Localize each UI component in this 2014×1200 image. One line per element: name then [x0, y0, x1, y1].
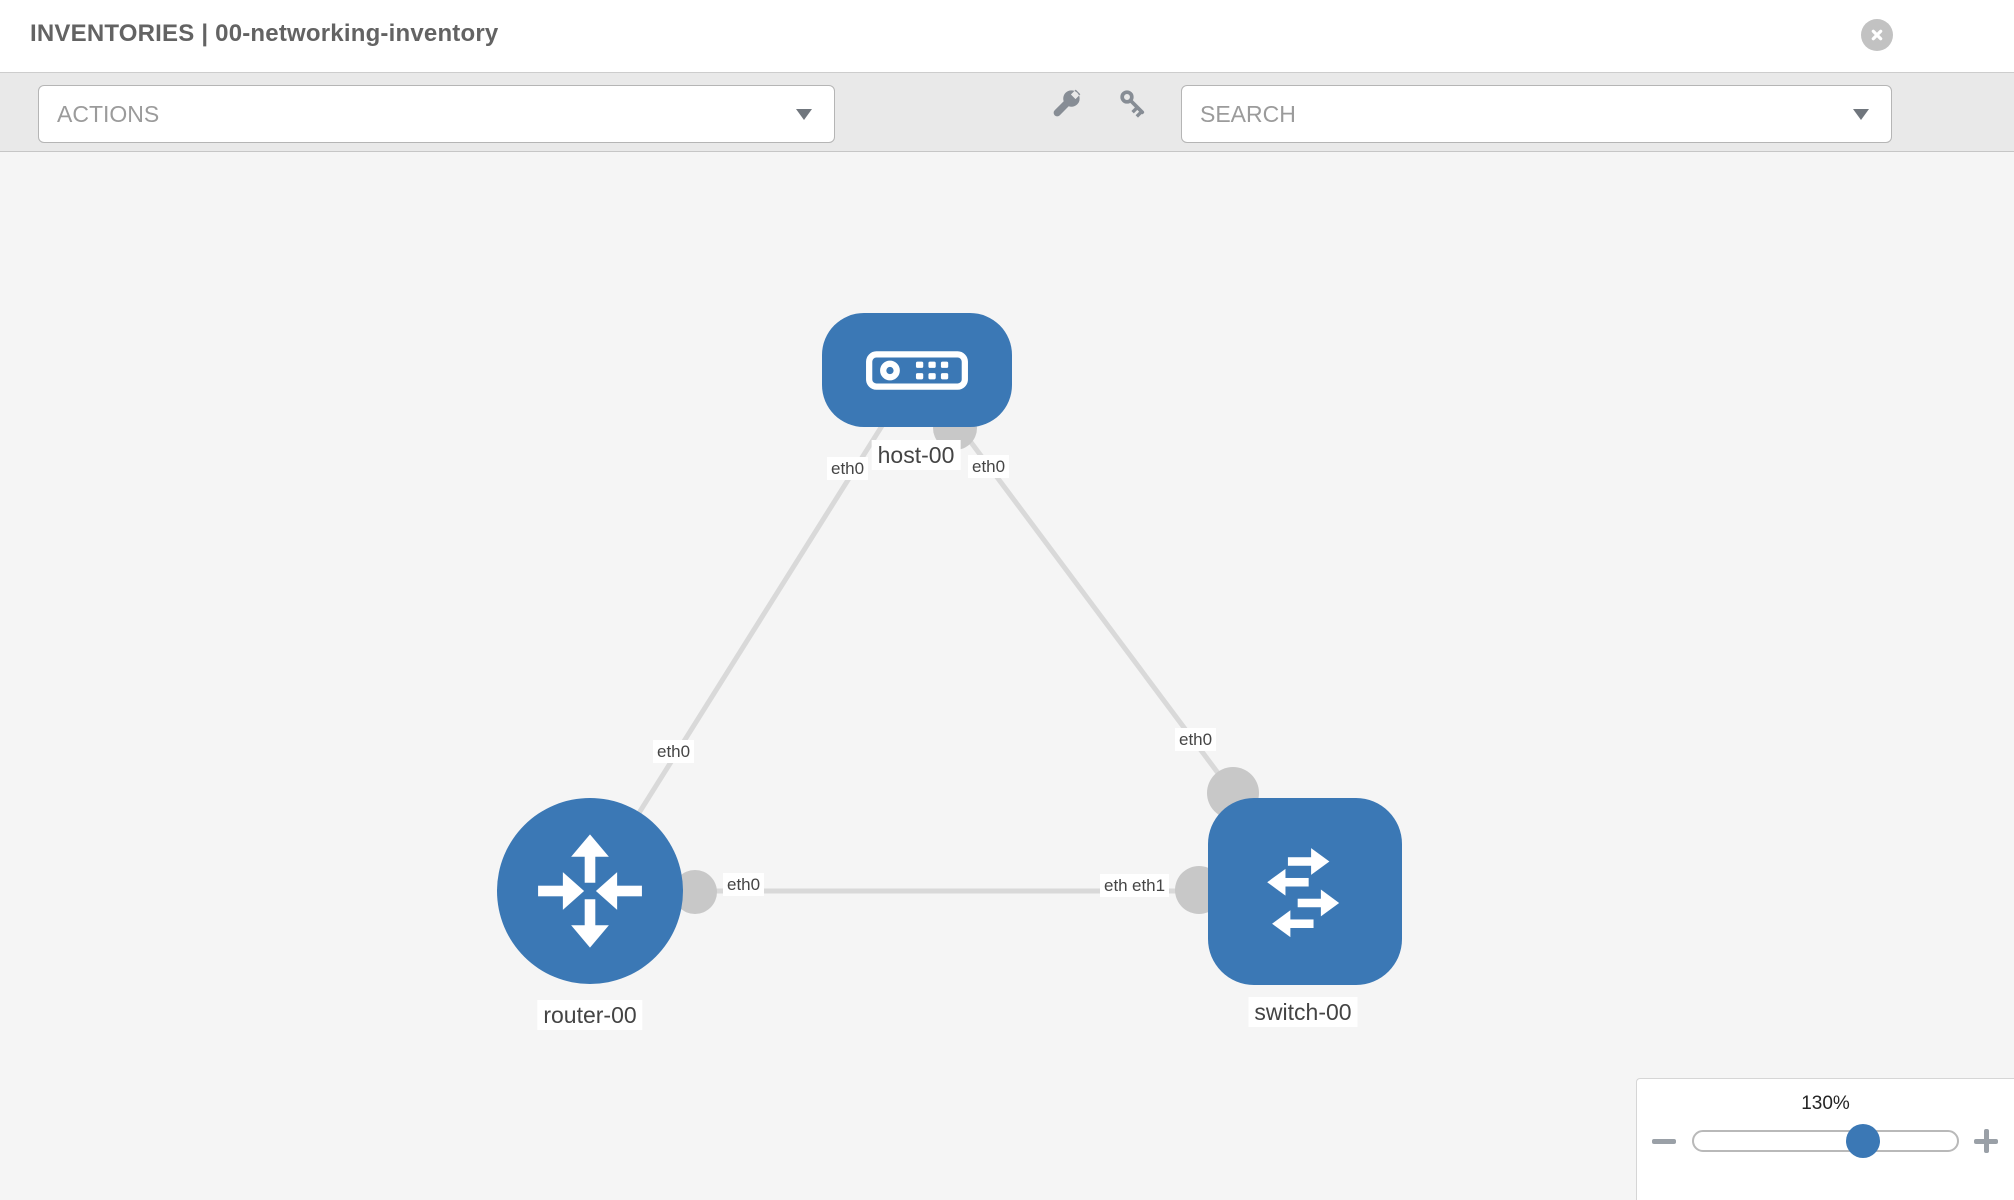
- links-layer: [587, 368, 1305, 914]
- router-icon: [538, 834, 642, 948]
- breadcrumb-separator: |: [201, 20, 209, 47]
- iface-label-router-right[interactable]: eth0: [723, 873, 765, 896]
- breadcrumb-section: INVENTORIES: [30, 20, 195, 47]
- zoom-out-button[interactable]: [1652, 1139, 1676, 1144]
- zoom-slider-track[interactable]: [1692, 1124, 1959, 1158]
- topology-canvas[interactable]: eth0: [0, 152, 2014, 1200]
- node-switch-00[interactable]: [1208, 798, 1402, 985]
- zoom-slider-knob[interactable]: [1846, 1124, 1880, 1158]
- header-bar: INVENTORIES | 00-networking-inventory: [0, 0, 2014, 72]
- chevron-down-icon: [796, 109, 812, 120]
- node-host-00[interactable]: [822, 313, 1012, 427]
- node-label-switch[interactable]: switch-00: [1248, 997, 1358, 1027]
- page-title: INVENTORIES | 00-networking-inventory: [30, 20, 498, 48]
- key-icon[interactable]: [1117, 87, 1151, 121]
- chevron-down-icon: [1853, 109, 1869, 120]
- node-router-00[interactable]: [497, 798, 683, 984]
- iface-label-switch-top[interactable]: eth0: [1175, 728, 1217, 751]
- inventory-name: 00-networking-inventory: [215, 20, 499, 47]
- node-label-router[interactable]: router-00: [537, 1000, 643, 1030]
- search-dropdown[interactable]: SEARCH: [1181, 85, 1892, 143]
- iface-label-switch-eth1[interactable]: eth1: [1128, 874, 1170, 897]
- switch-icon: [1267, 847, 1340, 937]
- actions-dropdown-label: ACTIONS: [57, 100, 160, 127]
- search-dropdown-label: SEARCH: [1200, 100, 1296, 127]
- close-icon: [1871, 29, 1883, 41]
- toolbar: ACTIONS SEARCH: [0, 72, 2014, 152]
- link-host-switch[interactable]: [914, 368, 1265, 834]
- zoom-in-button[interactable]: [1974, 1129, 1998, 1153]
- node-label-host[interactable]: host-00: [871, 440, 961, 470]
- iface-label-host-right[interactable]: eth0: [968, 455, 1010, 478]
- connector-router-right[interactable]: [673, 870, 717, 914]
- host-icon: [866, 351, 968, 390]
- wrench-icon[interactable]: [1049, 87, 1083, 121]
- close-button[interactable]: [1861, 19, 1893, 51]
- iface-label-router-top[interactable]: eth0: [653, 740, 695, 763]
- link-router-host[interactable]: [587, 368, 920, 893]
- zoom-level-text: 130%: [1801, 1093, 1850, 1114]
- actions-dropdown[interactable]: ACTIONS: [38, 85, 835, 143]
- zoom-panel: 130%: [1636, 1078, 2014, 1200]
- iface-label-host-left[interactable]: eth0: [827, 457, 869, 480]
